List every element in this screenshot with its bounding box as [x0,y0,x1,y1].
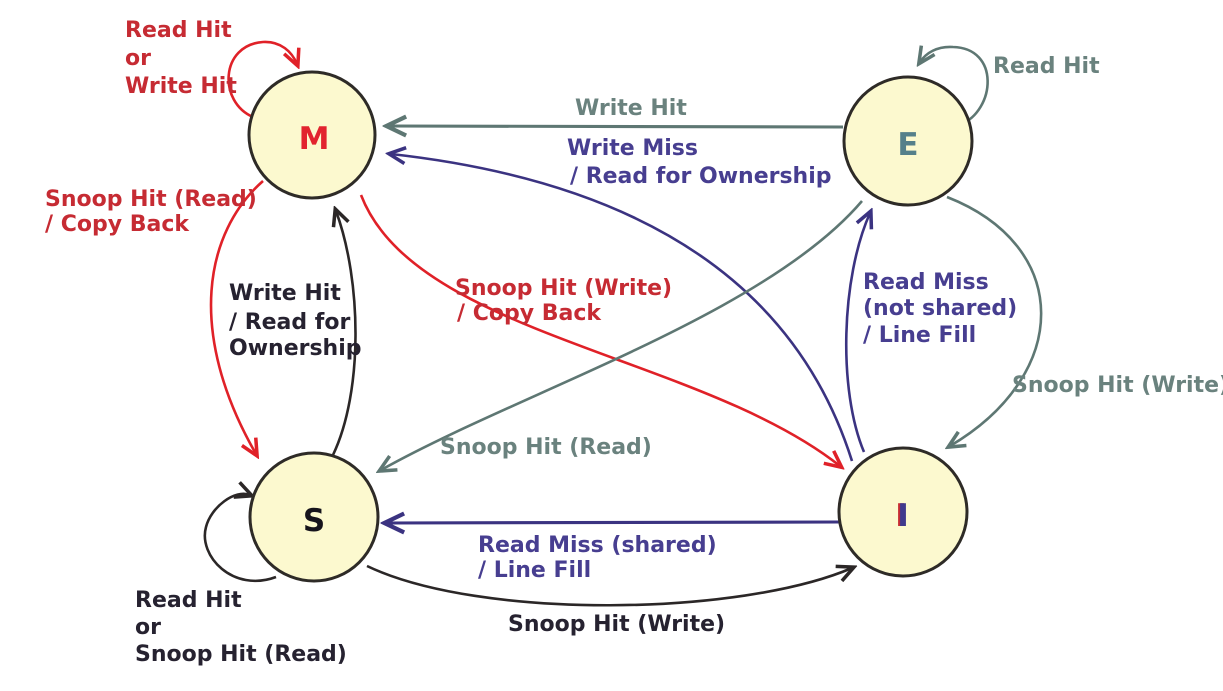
label-line: Read Hit [125,18,232,43]
transition-e-to-m-arrow [389,126,844,127]
label-line: Snoop Hit (Read) [440,435,652,460]
state-circle-e [842,75,974,207]
state-node-i: I I [837,446,969,578]
state-node-s: S [248,451,380,583]
state-node-m: M [247,70,377,200]
transition-s-to-i-arrow [366,566,852,607]
transition-i-to-s-arrow [387,522,840,523]
transition-m-to-i-label: Snoop Hit (Write) / Copy Back [455,276,672,326]
transition-i-to-e-label: Read Miss (not shared) / Line Fill [863,270,1017,348]
state-circle-m [247,70,377,200]
transition-m-self-arrow [227,40,297,119]
label-line: Read Hit [993,54,1100,79]
transition-i-to-s-label: Read Miss (shared) / Line Fill [478,533,717,583]
state-node-e: E [842,75,974,207]
transition-s-self-label: Read Hit or Snoop Hit (Read) [135,588,347,667]
state-circle-s [248,451,380,583]
transition-e-self-arrow [920,47,989,127]
label-line: Write Miss [567,136,698,161]
label-line: Read Hit [135,588,242,613]
state-label-i: I [897,498,909,534]
label-line: Write Hit [575,96,687,121]
label-line: Snoop Hit (Write) [1012,373,1223,398]
label-line: / Copy Back [457,301,602,326]
label-line: / Read for [229,310,350,335]
transition-i-to-e-arrow [844,213,870,453]
state-label-i-underlay: I [895,498,907,534]
transition-e-to-i-label: Snoop Hit (Write) [1012,373,1223,398]
transition-m-to-s-label: Snoop Hit (Read) / Copy Back [45,187,257,237]
label-line: Snoop Hit (Read) [45,187,257,212]
state-label-s: S [303,503,325,539]
state-label-m: M [299,121,330,157]
transition-i-to-m-label: Write Miss / Read for Ownership [567,136,832,189]
transition-m-to-s-arrow [209,180,264,454]
transition-s-to-m-label: Write Hit / Read for Ownership [229,281,362,361]
transition-i-to-m-arrow [391,154,854,462]
transition-s-self-arrow [203,494,277,583]
label-line: or [125,46,151,71]
transition-e-to-m-label: Write Hit [575,96,687,121]
transition-e-to-s-arrow [381,200,863,470]
label-line: Write Hit [125,74,237,99]
label-line: Snoop Hit (Read) [135,642,347,667]
label-line: Snoop Hit (Write) [455,276,672,301]
state-label-e: E [897,127,918,163]
transition-m-to-i-arrow [359,194,840,466]
label-line: Snoop Hit (Write) [508,612,725,637]
transition-e-to-i-arrow [947,195,1043,446]
transition-m-self-label: Read Hit or Write Hit [125,18,237,99]
transition-e-to-s-label: Snoop Hit (Read) [440,435,652,460]
label-line: Read Miss (shared) [478,533,717,558]
label-line: / Read for Ownership [570,164,832,189]
transition-s-to-i-label: Snoop Hit (Write) [508,612,725,637]
label-line: (not shared) [863,296,1017,321]
transition-e-self-label: Read Hit [993,54,1100,79]
label-line: / Line Fill [478,558,591,583]
state-circle-i [837,446,969,578]
label-line: or [135,615,161,640]
label-line: Ownership [229,336,362,361]
label-line: Write Hit [229,281,341,306]
transition-s-to-m-arrow [333,211,357,456]
label-line: / Copy Back [45,212,190,237]
label-line: Read Miss [863,270,989,295]
label-line: / Line Fill [863,323,976,348]
